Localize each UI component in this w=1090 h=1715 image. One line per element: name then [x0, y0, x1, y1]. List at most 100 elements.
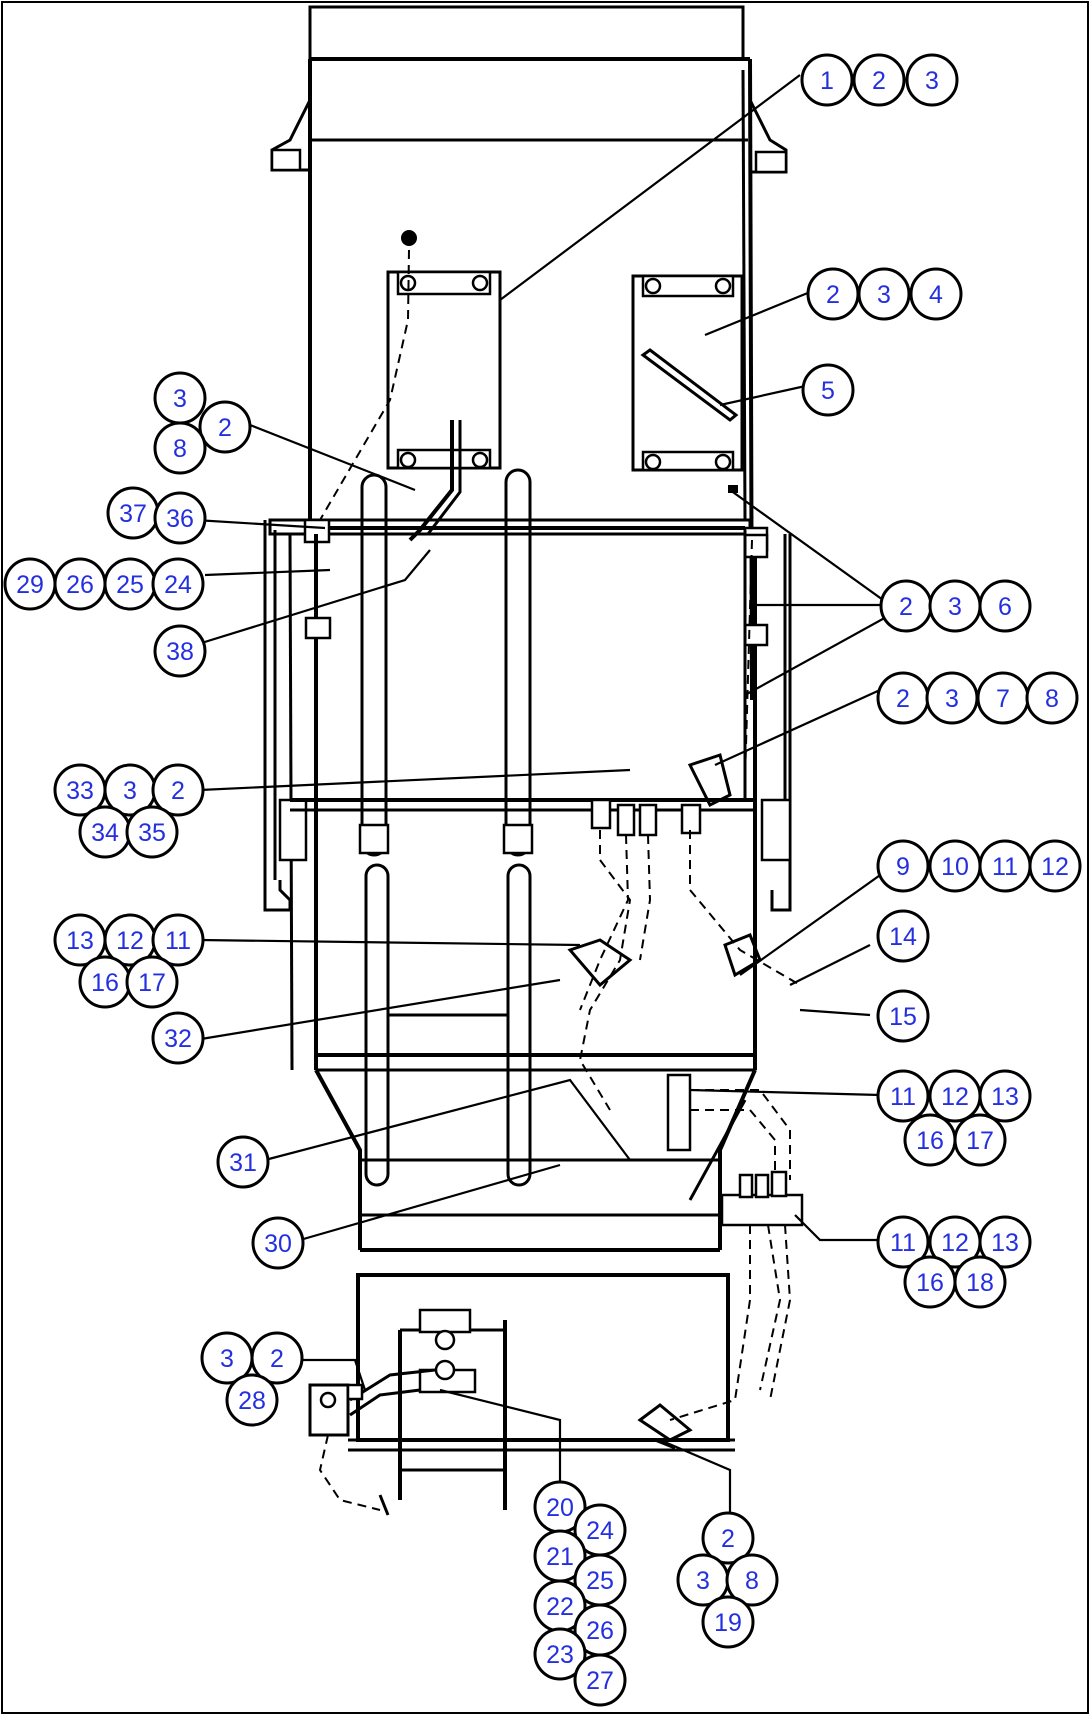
callout-circle: [857, 267, 911, 321]
callout-circle: [876, 1069, 930, 1123]
callout-circle: [701, 1511, 755, 1565]
callout-number: 8: [173, 435, 187, 463]
callout-bubble: 13: [978, 1215, 1032, 1269]
callout-number: 36: [166, 505, 194, 533]
left-battery: [386, 270, 502, 470]
callout-bubble: 8: [153, 421, 207, 475]
callout-circle: [1028, 839, 1082, 893]
callout-circle: [800, 53, 854, 107]
callout-number: 1: [820, 67, 834, 95]
callout-bubble: 11: [876, 1069, 930, 1123]
callout-bubble: 18: [953, 1255, 1007, 1309]
callout-bubble: 15: [876, 989, 930, 1043]
callout-number: 3: [123, 777, 137, 805]
left-switch-box: [308, 1383, 350, 1437]
callout-bubble: 4: [909, 267, 963, 321]
callout-number: 16: [916, 1127, 944, 1155]
callout-number: 38: [166, 638, 194, 666]
callout-number: 27: [586, 1667, 614, 1695]
callout-number: 11: [890, 1229, 916, 1257]
callout-number: 14: [889, 923, 917, 951]
callout-circle: [153, 421, 207, 475]
right-battery: [631, 274, 744, 472]
callout-group: 31: [216, 1135, 270, 1189]
callout-bubble: 34: [78, 805, 132, 859]
callout-bubble: 21: [533, 1529, 587, 1583]
callout-bubble: 19: [701, 1595, 755, 1649]
callout-circle: [725, 1553, 779, 1607]
callout-number: 20: [546, 1494, 574, 1522]
callout-bubble: 11: [978, 839, 1032, 893]
callout-circle: [153, 491, 207, 545]
callout-number: 13: [991, 1083, 1019, 1111]
callout-bubble: 6: [978, 579, 1032, 633]
callout-bubble: 24: [151, 557, 205, 611]
callout-group: 32: [151, 1011, 205, 1065]
rod-mid-upper: [504, 468, 532, 857]
callout-number: 22: [546, 1593, 574, 1621]
callout-bubble: 3: [925, 671, 979, 725]
callout-bubble: 35: [125, 805, 179, 859]
callout-circle: [1025, 671, 1079, 725]
callout-number: 2: [218, 414, 232, 442]
callout-number: 3: [696, 1567, 710, 1595]
callout-circle: [250, 1331, 304, 1385]
callout-bubble: 30: [251, 1216, 305, 1270]
callout-number: 18: [966, 1269, 994, 1297]
callout-bubble: 12: [928, 1069, 982, 1123]
callout-bubble: 14: [876, 909, 930, 963]
callout-number: 25: [586, 1567, 614, 1595]
callout-number: 25: [116, 571, 144, 599]
callout-bubble: 16: [903, 1255, 957, 1309]
callout-number: 24: [586, 1517, 614, 1545]
callout-circle: [151, 913, 205, 967]
callout-number: 16: [91, 969, 119, 997]
callout-bubble: 13: [978, 1069, 1032, 1123]
callout-bubble: 38: [153, 624, 207, 678]
callout-number: 12: [941, 1229, 969, 1257]
callout-bubble: 5: [801, 363, 855, 417]
callout-number: 26: [586, 1617, 614, 1645]
callout-circle: [573, 1653, 627, 1707]
callout-group: 30: [251, 1216, 305, 1270]
top-housing: [308, 5, 745, 61]
rod-left-lower: [364, 863, 390, 1187]
callout-number: 2: [896, 685, 910, 713]
callout-number: 13: [66, 927, 94, 955]
callout-bubble: 3: [905, 53, 959, 107]
callout-number: 3: [877, 281, 891, 309]
callout-bubble: 2: [876, 671, 930, 725]
callout-bubble: 28: [225, 1373, 279, 1427]
callout-number: 5: [821, 377, 835, 405]
callout-number: 37: [119, 500, 147, 528]
callout-number: 13: [991, 1229, 1019, 1257]
callout-bubble: 16: [903, 1113, 957, 1167]
callout-circle: [909, 267, 963, 321]
callout-circle: [216, 1135, 270, 1189]
callout-bubble: 3: [153, 371, 207, 425]
callout-bubble: 2: [198, 400, 252, 454]
callout-number: 3: [173, 385, 187, 413]
callout-circle: [876, 839, 930, 893]
callout-number: 3: [948, 593, 962, 621]
callout-circle: [151, 763, 205, 817]
callout-bubble: 1: [800, 53, 854, 107]
callout-circle: [852, 53, 906, 107]
callout-number: 17: [138, 969, 166, 997]
callout-bubble: 17: [125, 955, 179, 1009]
callout-circle: [953, 1113, 1007, 1167]
callout-group: 11 12 13 16 18: [876, 1215, 1032, 1309]
callout-number: 2: [721, 1525, 735, 1553]
callout-number: 11: [890, 1083, 916, 1111]
callout-number: 30: [264, 1230, 292, 1258]
callout-circle: [225, 1373, 279, 1427]
callout-circle: [251, 1216, 305, 1270]
